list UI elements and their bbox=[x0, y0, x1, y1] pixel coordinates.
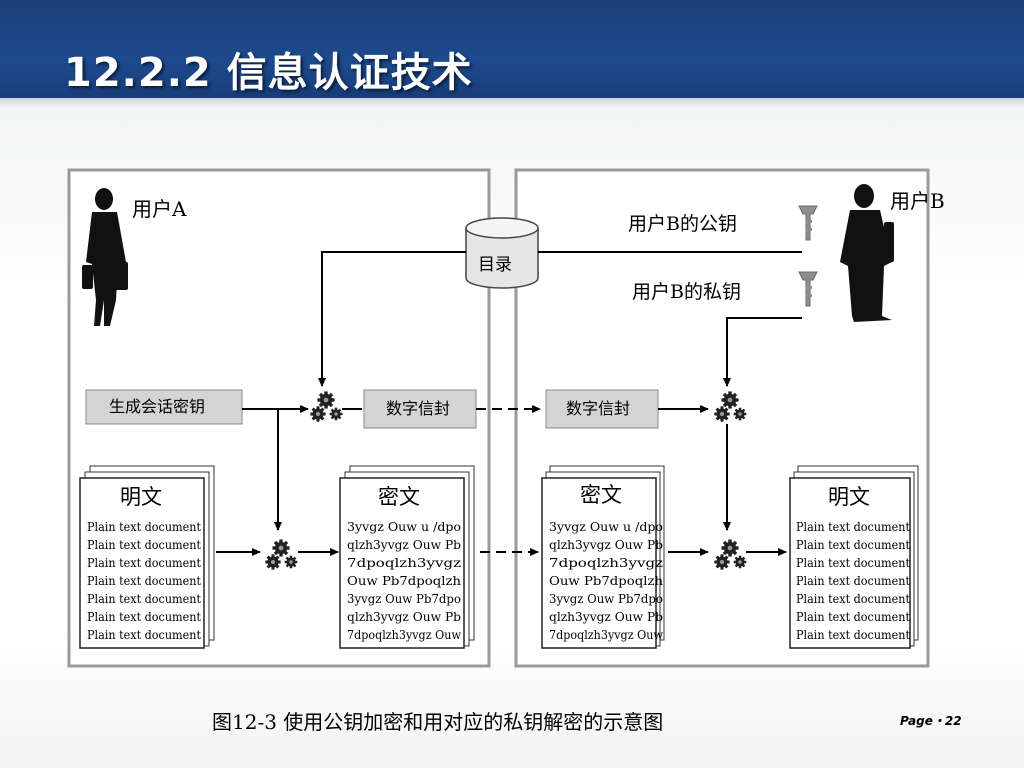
doc-line: Plain text document bbox=[87, 628, 201, 642]
ciphertext-right-title: 密文 bbox=[580, 483, 622, 507]
doc-line: Plain text document bbox=[87, 610, 201, 624]
doc-line: Plain text document bbox=[87, 592, 201, 606]
page-number: Page・22 bbox=[900, 714, 962, 728]
envelope-left-label: 数字信封 bbox=[386, 399, 450, 418]
ciphertext-left-title: 密文 bbox=[378, 485, 420, 509]
doc-line: 3yvgz Ouw Pb7dpo bbox=[549, 592, 663, 606]
envelope-right-label: 数字信封 bbox=[566, 399, 630, 418]
ciphertext-right-doc bbox=[541, 465, 665, 649]
doc-line: 7dpoqlzh3yvgz Ouw bbox=[347, 628, 462, 642]
user-a-label: 用户A bbox=[132, 197, 187, 221]
doc-line: Plain text document bbox=[796, 574, 910, 588]
ciphertext-left-lines: 3yvgz Ouw u /dpo qlzh3yvgz Ouw Pb 7dpoqlzh… bbox=[347, 520, 462, 642]
doc-line: 7dpoqlzh3yvgz bbox=[347, 556, 461, 570]
figure-caption: 图12-3 使用公钥加密和用对应的私钥解密的示意图 bbox=[212, 710, 664, 734]
doc-line: qlzh3yvgz Ouw Pb bbox=[347, 610, 461, 624]
plaintext-left-doc bbox=[79, 465, 215, 649]
envelope-right-box bbox=[545, 389, 659, 429]
doc-line: Plain text document bbox=[87, 574, 201, 588]
doc-line: Plain text document bbox=[87, 556, 201, 570]
session-key-box bbox=[85, 389, 243, 425]
directory-icon bbox=[465, 217, 539, 289]
doc-line: qlzh3yvgz Ouw Pb bbox=[549, 538, 663, 552]
ciphertext-left-doc bbox=[339, 465, 475, 649]
doc-line: 3yvgz Ouw Pb7dpo bbox=[347, 592, 461, 606]
public-key-label: 用户B的公钥 bbox=[628, 213, 737, 235]
plaintext-left-title: 明文 bbox=[120, 485, 162, 509]
ciphertext-right-lines: 3yvgz Ouw u /dpo qlzh3yvgz Ouw Pb 7dpoqlzh… bbox=[549, 520, 664, 642]
doc-line: 3yvgz Ouw u /dpo bbox=[347, 520, 461, 534]
plaintext-right-title: 明文 bbox=[828, 485, 870, 509]
doc-line: Plain text document bbox=[796, 592, 910, 606]
doc-line: Plain text document bbox=[796, 556, 910, 570]
doc-line: Plain text document bbox=[796, 538, 910, 552]
doc-line: Plain text document bbox=[87, 538, 201, 552]
title-bar bbox=[0, 0, 1024, 108]
doc-line: Plain text document bbox=[796, 610, 910, 624]
private-key-label: 用户B的私钥 bbox=[632, 281, 741, 303]
directory-label: 目录 bbox=[478, 255, 512, 275]
user-a-icon bbox=[82, 188, 128, 326]
session-key-label: 生成会话密钥 bbox=[109, 397, 205, 416]
directory-to-gear-arrow bbox=[318, 251, 466, 387]
user-b-label: 用户B bbox=[890, 189, 945, 213]
doc-line: 7dpoqlzh3yvgz Ouw bbox=[549, 628, 664, 642]
private-key-to-gear-arrow bbox=[723, 317, 802, 387]
slide-title: 12.2.2 信息认证技术 bbox=[64, 50, 473, 96]
doc-line: Ouw Pb7dpoqlzh bbox=[549, 574, 663, 588]
doc-line: 3yvgz Ouw u /dpo bbox=[549, 520, 663, 534]
plaintext-right-doc bbox=[789, 465, 919, 649]
user-b-icon bbox=[840, 184, 894, 322]
doc-line: Plain text document bbox=[796, 520, 910, 534]
title-bar-shine bbox=[0, 98, 1024, 112]
doc-line: qlzh3yvgz Ouw Pb bbox=[549, 610, 663, 624]
doc-line: Plain text document bbox=[87, 520, 201, 534]
doc-line: 7dpoqlzh3yvgz bbox=[549, 556, 663, 570]
doc-line: qlzh3yvgz Ouw Pb bbox=[347, 538, 461, 552]
doc-line: Plain text document bbox=[796, 628, 910, 642]
doc-line: Ouw Pb7dpoqlzh bbox=[347, 574, 461, 588]
